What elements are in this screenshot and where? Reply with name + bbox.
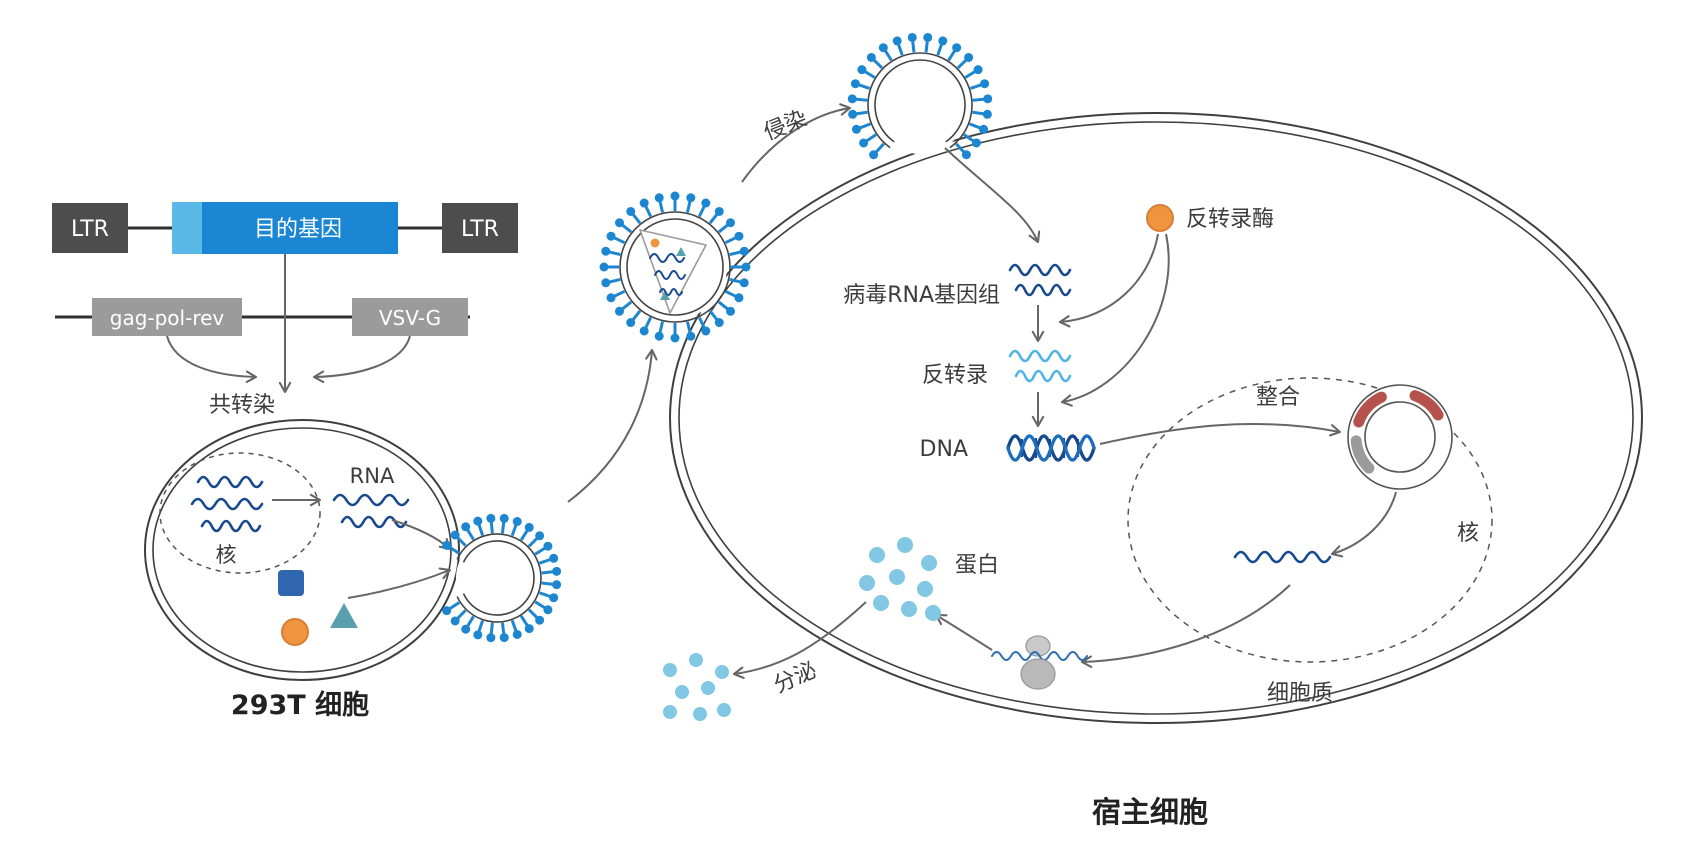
arrow-infection (741, 103, 852, 183)
virion-triangle-2 (660, 291, 670, 300)
rna-label: RNA (350, 464, 395, 488)
reverse-transcriptase-label: 反转录酶 (1186, 207, 1274, 232)
arrow-budding-to-free-virus (567, 348, 658, 503)
host-cell-outer-membrane (669, 112, 1643, 724)
fusing-virus (847, 32, 993, 160)
free-virus-contents (639, 229, 707, 314)
plasmid-insert-gray (1350, 435, 1375, 474)
viral-rna-wave-2 (1014, 283, 1072, 297)
arrow-plasmid-to-mrna (1330, 491, 1397, 558)
infection-label: 侵染 (760, 106, 810, 146)
293t-nuclear-rna-1 (196, 475, 264, 489)
host-cell: 核 反转录酶 病毒RNA基因组 反转录 DNA 整合 (669, 112, 1643, 724)
protein-label: 蛋白 (955, 553, 999, 578)
viral-rna-wave-1 (1008, 263, 1072, 277)
gag-pol-rev-box (92, 298, 242, 336)
arrow-enzyme-to-step1 (1058, 233, 1159, 328)
dna-label: DNA (920, 437, 968, 462)
plasmid-insert-red-right (1409, 390, 1444, 421)
293t-nuclear-rna-3 (200, 519, 262, 533)
host-cell-inner-membrane (678, 121, 1634, 715)
arrow-components-to-virion (347, 567, 452, 599)
rt-product-wave-2 (1014, 369, 1072, 383)
cytoplasm-label: 细胞质 (1267, 681, 1333, 706)
293t-nucleus-label: 核 (216, 543, 237, 567)
293t-nucleus-outline (159, 452, 321, 574)
ltr-left-label: LTR (71, 217, 109, 242)
envelope-protein-triangle (330, 603, 358, 628)
target-gene-label: 目的基因 (254, 217, 342, 242)
virion-rna-2 (654, 270, 686, 280)
virion-rna-3 (659, 288, 683, 296)
host-cell-label: 宿主细胞 (1092, 795, 1208, 829)
host-nucleus-outline (1127, 377, 1493, 663)
293t-cell-label: 293T 细胞 (231, 689, 369, 721)
reverse-transcriptase-icon (1146, 204, 1174, 232)
vsv-g-box (352, 298, 468, 336)
gag-pol-rev-label: gag-pol-rev (110, 306, 225, 330)
ltr-right-box (442, 203, 518, 253)
ltr-left-box (52, 203, 128, 253)
arrow-enzyme-to-step2 (1060, 233, 1170, 407)
arrow-mrna-to-ribosome (1080, 584, 1291, 668)
host-nucleus-label: 核 (1457, 521, 1479, 546)
virion-enzyme-dot (650, 238, 660, 248)
viral-rna-genome-label: 病毒RNA基因组 (843, 283, 1000, 308)
arrow-virus-to-rna (944, 147, 1041, 244)
target-gene-promoter-segment (172, 202, 202, 254)
293t-nuclear-rna-2 (190, 497, 264, 511)
rt-product-wave-1 (1008, 349, 1072, 363)
virion-rna-1 (649, 253, 685, 263)
capsid-protein-square (278, 570, 304, 596)
ribosome (991, 635, 1088, 690)
enzyme-protein-circle (281, 618, 309, 646)
integration-label: 整合 (1256, 385, 1300, 410)
transfer-construct: LTR 目的基因 LTR gag-pol-rev VSV-G 共转染 (52, 202, 518, 418)
reverse-transcription-label: 反转录 (922, 363, 988, 388)
plasmid-insert-red-left (1353, 391, 1387, 428)
arrow-ribosome-to-protein (934, 613, 993, 651)
secreted-protein-dots (663, 653, 731, 721)
integrated-plasmid (1347, 384, 1453, 490)
ltr-right-label: LTR (461, 217, 499, 242)
target-gene-box (172, 202, 398, 254)
vsv-g-label: VSV-G (379, 306, 441, 330)
cotransfection-label: 共转染 (209, 393, 275, 418)
arrow-gagpol-down (166, 335, 258, 384)
protein-dots (859, 537, 941, 621)
mrna-wave (1233, 550, 1332, 564)
arrow-vsvg-down (312, 335, 411, 384)
arrow-integration (1099, 423, 1342, 445)
arrow-secretion (732, 601, 867, 679)
dna-helix (1006, 434, 1096, 462)
293t-rna-wave-1 (332, 493, 410, 507)
budding-virus (442, 513, 562, 643)
secretion-label: 分泌 (770, 658, 820, 699)
virion-triangle-1 (676, 247, 686, 256)
producer-cell-293t: 核 RNA 293T 细胞 (144, 419, 460, 721)
